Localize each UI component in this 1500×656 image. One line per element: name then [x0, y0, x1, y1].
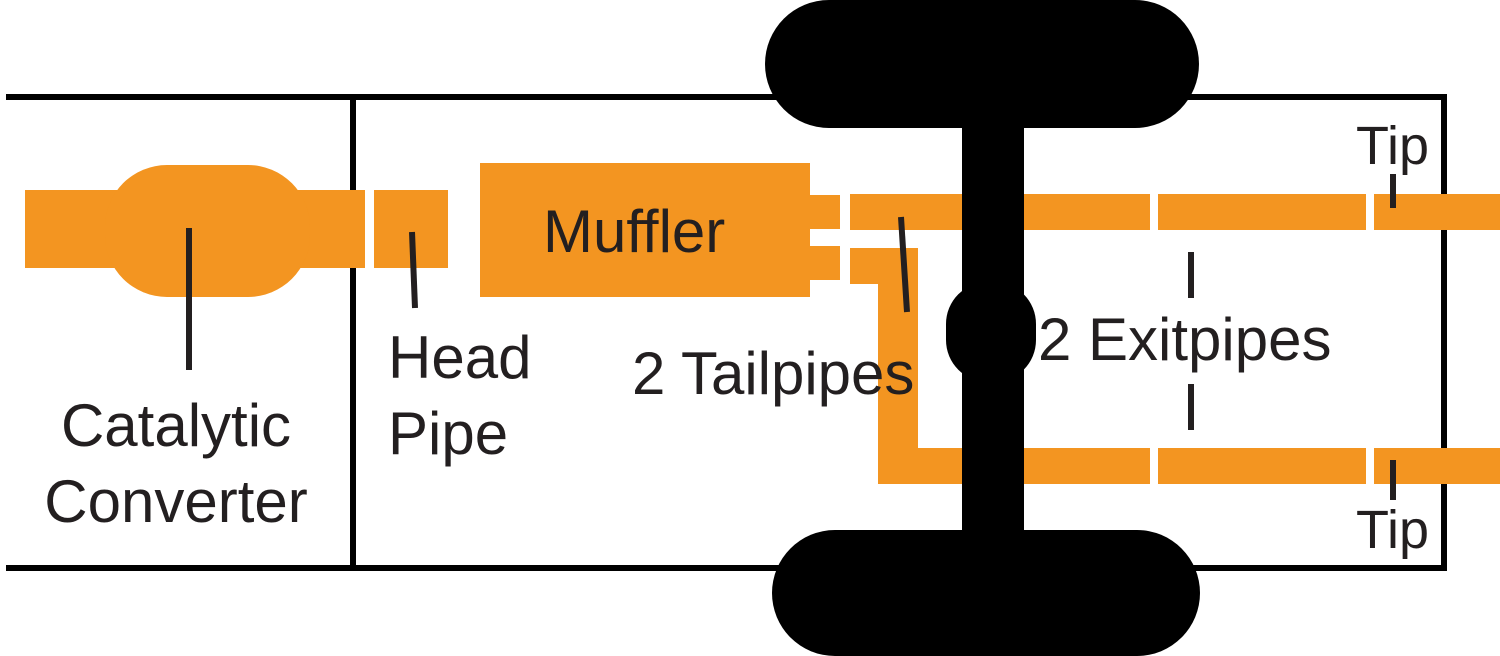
catalytic-label-line2: Converter — [44, 468, 307, 535]
top-wheel — [765, 0, 1199, 128]
catalytic-converter — [105, 165, 310, 297]
head-pipe-label-line2: Pipe — [388, 400, 508, 467]
muffler-outlet-top — [808, 195, 840, 229]
lower-tailpipe — [850, 248, 1150, 484]
tailpipes-label: 2 Tailpipes — [632, 340, 914, 407]
labels: Catalytic Converter Head Pipe Muffler 2 … — [44, 116, 1429, 560]
muffler — [480, 163, 810, 297]
exitpipes-label: 2 Exitpipes — [1038, 306, 1332, 373]
leader-lines — [186, 174, 1396, 500]
tailpipe-leader — [898, 216, 910, 313]
bottom-wheel — [772, 530, 1200, 656]
vehicle-frame — [6, 94, 1447, 571]
differential — [946, 282, 1036, 382]
muffler-label: Muffler — [543, 198, 725, 265]
rear-axle-assembly — [765, 0, 1200, 656]
tip-label-top: Tip — [1356, 116, 1429, 176]
catalytic-label-line1: Catalytic — [61, 392, 291, 459]
lower-exitpipe — [1158, 448, 1366, 484]
upper-exitpipe — [1158, 194, 1366, 230]
head-pipe-leader — [409, 231, 418, 309]
exhaust-pipes — [25, 163, 1500, 484]
muffler-outlet-bottom — [808, 246, 840, 280]
head-pipe-label-line1: Head — [388, 324, 531, 391]
tip-label-bottom: Tip — [1356, 500, 1429, 560]
